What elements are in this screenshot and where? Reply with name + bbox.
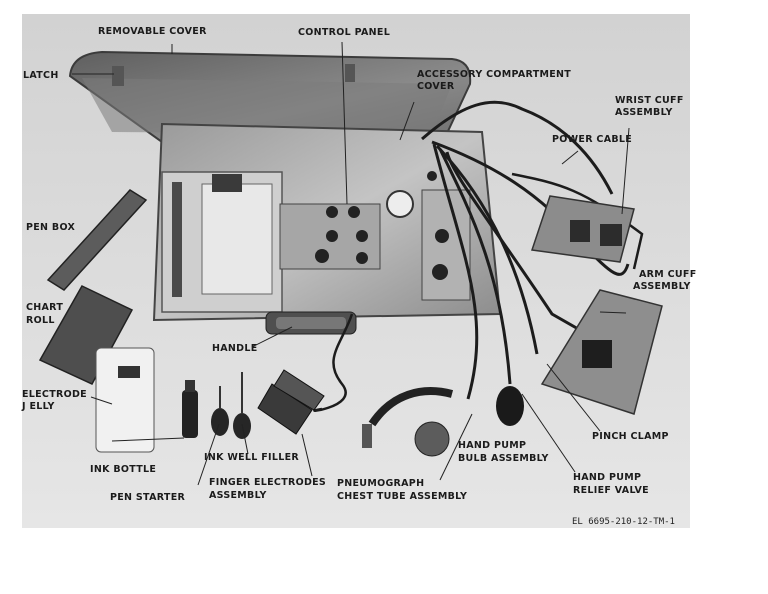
wrist-cuff [531, 195, 635, 263]
label-hand-pump-valve-2: RELIEF VALVE [573, 485, 649, 496]
label-hand-pump-bulb-1: HAND PUMP [458, 440, 527, 451]
label-accessory-cover-1: ACCESSORY COMPARTMENT [417, 69, 572, 80]
control-panel [279, 171, 471, 301]
pneumograph [362, 387, 454, 457]
label-arm-cuff-2: ASSEMBLY [633, 281, 691, 292]
label-pen-starter: PEN STARTER [110, 492, 186, 503]
pen-starter [211, 386, 229, 436]
figure-identifier: EL 6695-210-12-TM-1 [572, 517, 675, 527]
label-finger-electrodes-1: FINGER ELECTRODES [209, 477, 327, 488]
recorder-case [152, 122, 502, 335]
label-hand-pump-valve-1: HAND PUMP [573, 472, 642, 483]
label-handle: HANDLE [212, 343, 258, 354]
arm-cuff [540, 289, 663, 415]
label-pinch-clamp: PINCH CLAMP [592, 431, 669, 442]
label-wrist-cuff-2: ASSEMBLY [615, 107, 673, 118]
electrode-jelly [95, 347, 155, 453]
label-electrode-jelly-2: J ELLY [22, 401, 55, 412]
label-pen-box: PEN BOX [26, 222, 76, 233]
handle [265, 311, 357, 335]
ink-bottle [182, 380, 198, 438]
finger-electrodes [257, 369, 325, 435]
label-wrist-cuff-1: WRIST CUFF [615, 95, 684, 106]
label-power-cable: POWER CABLE [552, 134, 633, 145]
label-arm-cuff-1: ARM CUFF [639, 269, 697, 280]
label-control-panel: CONTROL PANEL [298, 27, 391, 38]
removable-cover [68, 50, 472, 146]
label-ink-bottle: INK BOTTLE [90, 464, 157, 475]
equipment-photograph [22, 14, 690, 528]
label-hand-pump-bulb-2: BULB ASSEMBLY [458, 453, 549, 464]
label-ink-well-filler: INK WELL FILLER [204, 452, 299, 463]
label-finger-electrodes-2: ASSEMBLY [209, 490, 267, 501]
chart-roll [38, 285, 134, 385]
label-latch: LATCH [23, 70, 59, 81]
label-pneumograph-1: PNEUMOGRAPH [337, 478, 425, 489]
label-removable-cover: REMOVABLE COVER [98, 26, 207, 37]
label-electrode-jelly-1: ELECTRODE [22, 389, 87, 400]
label-pneumograph-2: CHEST TUBE ASSEMBLY [337, 491, 468, 502]
label-chart-roll-2: ROLL [26, 315, 55, 326]
label-accessory-cover-2: COVER [417, 81, 455, 92]
leader-lines [72, 41, 630, 486]
pen-box [46, 189, 148, 291]
hand-pump-bulb [496, 386, 524, 426]
label-chart-roll-1: CHART [26, 302, 64, 313]
